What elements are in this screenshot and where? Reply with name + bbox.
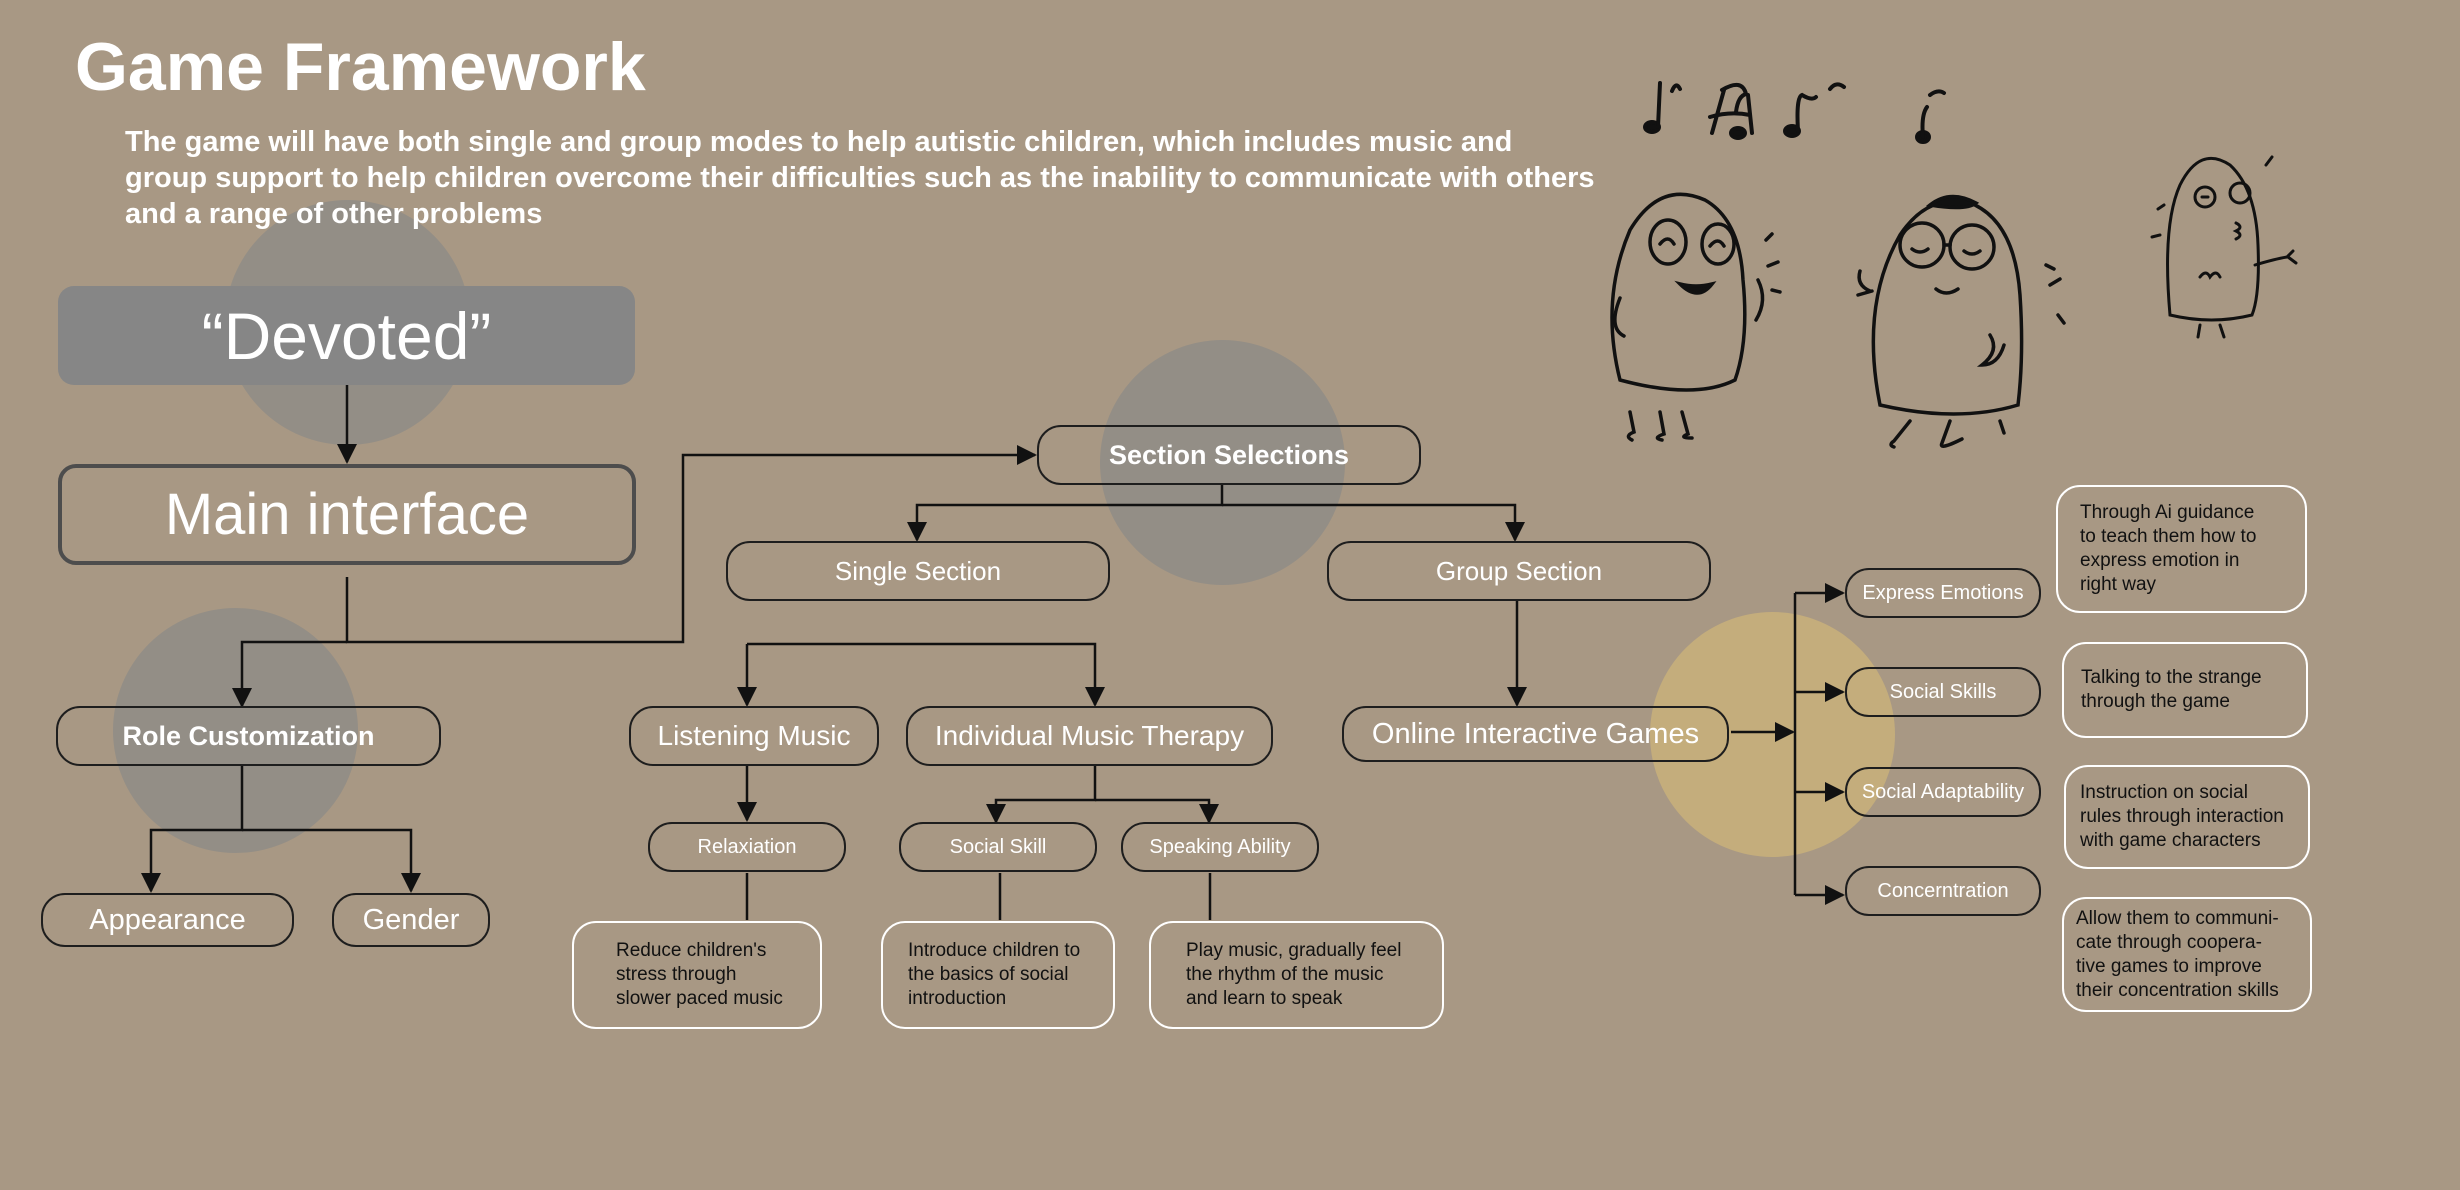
- page-title: Game Framework: [75, 29, 646, 105]
- express-emotions-node[interactable]: Express Emotions: [1845, 568, 2041, 618]
- group-section-node[interactable]: Group Section: [1327, 541, 1711, 601]
- single-section-node[interactable]: Single Section: [726, 541, 1110, 601]
- gender-node[interactable]: Gender: [332, 893, 490, 947]
- appearance-node[interactable]: Appearance: [41, 893, 294, 947]
- edge-main-role: [232, 640, 347, 708]
- edge-section-split: [907, 485, 1224, 542]
- relaxiation-node[interactable]: Relaxiation: [648, 822, 846, 872]
- decorative-circle-yellow: [1650, 612, 1895, 857]
- social-adaptability-node[interactable]: Social Adaptability: [1845, 767, 2041, 817]
- edge-single-individual: [747, 642, 1105, 707]
- role-customization-node[interactable]: Role Customization: [56, 706, 441, 766]
- edge-section-group: [1222, 503, 1525, 542]
- glasses-character-icon: [1856, 194, 2066, 449]
- edge-role-appearance: [141, 766, 244, 893]
- speaking-ability-node[interactable]: Speaking Ability: [1121, 822, 1319, 872]
- listening-music-node[interactable]: Listening Music: [629, 706, 879, 766]
- online-interactive-games-node[interactable]: Online Interactive Games: [1342, 706, 1729, 762]
- edge-role-gender: [242, 828, 421, 893]
- ghost-character-icon: [2150, 155, 2298, 339]
- individual-music-therapy-node[interactable]: Individual Music Therapy: [906, 706, 1273, 766]
- edge-main-split: [345, 445, 1037, 644]
- concentration-description: Allow them to communi-cate through coope…: [2062, 897, 2312, 1012]
- decorative-circle-left: [113, 608, 358, 853]
- main-interface-node[interactable]: Main interface: [58, 464, 636, 565]
- happy-character-icon: [1610, 192, 1782, 442]
- edge-individual-speaking: [1095, 798, 1219, 824]
- music-notes-icon: [1643, 81, 1946, 144]
- social-skill-node[interactable]: Social Skill: [899, 822, 1097, 872]
- section-selections-node[interactable]: Section Selections: [1037, 425, 1421, 485]
- decorative-circle-center: [1100, 340, 1345, 585]
- social-skills-node[interactable]: Social Skills: [1845, 667, 2041, 717]
- page-subtitle: The game will have both single and group…: [125, 126, 1595, 230]
- devoted-node[interactable]: “Devoted”: [58, 286, 635, 385]
- concentration-node[interactable]: Concerntration: [1845, 866, 2041, 916]
- edge-individual-split: [986, 765, 1097, 824]
